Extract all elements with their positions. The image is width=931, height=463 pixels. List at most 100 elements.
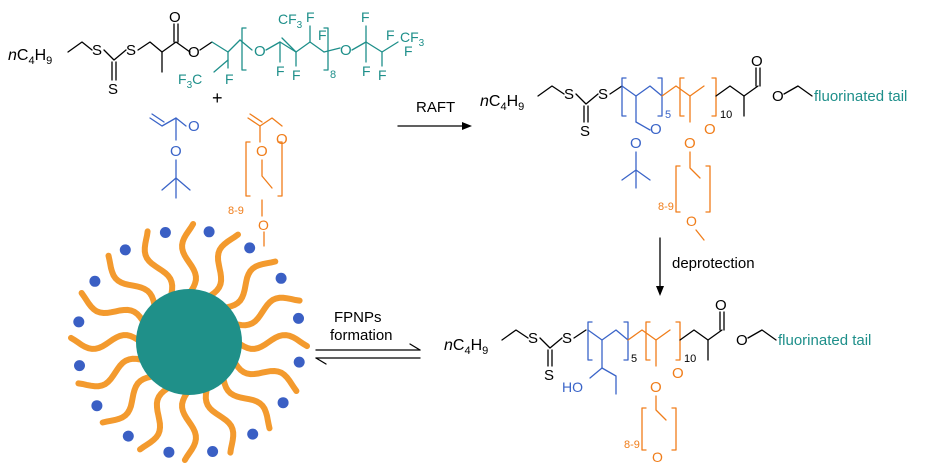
p2-bond-2 bbox=[539, 337, 563, 349]
p2-block2-repeat: 10 bbox=[684, 353, 696, 365]
cta-carbonyl-o: O bbox=[169, 9, 181, 26]
deprotection-label: deprotection bbox=[672, 255, 755, 272]
nanoparticle-arm bbox=[179, 387, 199, 463]
p2-end-backbone bbox=[679, 329, 723, 341]
fc-end-backbone bbox=[351, 41, 399, 53]
plus-sign: + bbox=[212, 88, 223, 108]
fc-end-f-4: F bbox=[386, 27, 395, 43]
p2-s-thione: S bbox=[544, 367, 554, 384]
p2-peg-carbonyl-o: O bbox=[672, 365, 684, 382]
cta-molecule: nC4H9 S S S O O bbox=[8, 9, 213, 98]
fc-ether-o-2: O bbox=[340, 42, 352, 59]
nanoparticle-arm bbox=[202, 383, 237, 456]
fc-end-f-2: F bbox=[362, 63, 371, 79]
p1-peg-carbonyl-o: O bbox=[704, 121, 716, 138]
p1-peg-chain bbox=[689, 151, 701, 179]
p1-butyl-label: nC4H9 bbox=[480, 93, 524, 113]
p1-bracket-1r bbox=[657, 77, 663, 117]
p1-block2-backbone bbox=[661, 85, 705, 97]
nanoparticle-dot bbox=[119, 244, 131, 256]
nanoparticle-dot bbox=[91, 400, 103, 412]
fc-bond-2 bbox=[227, 39, 241, 53]
nanoparticle-arm bbox=[68, 332, 144, 352]
p2-block1-backbone bbox=[587, 329, 629, 341]
p2-end-carbonyl-o: O bbox=[715, 297, 727, 314]
p1-bond-1 bbox=[537, 85, 565, 97]
p2-peg-bracket-l bbox=[641, 407, 647, 451]
p2-bond-1 bbox=[501, 329, 529, 341]
nanoparticle-dot bbox=[277, 397, 289, 409]
equilibrium-reverse-half-head bbox=[315, 357, 327, 365]
fc-bracket-right bbox=[323, 27, 329, 71]
p2-s2: S bbox=[562, 330, 572, 347]
nanoparticle-arm bbox=[137, 383, 174, 453]
cta-butyl-label: nC4H9 bbox=[8, 47, 52, 67]
raft-arrow-head bbox=[462, 122, 472, 130]
nanoparticle-arm bbox=[141, 228, 176, 301]
nanoparticle-dot bbox=[207, 446, 219, 457]
nanoparticle-arm bbox=[99, 372, 159, 426]
p2-acid-co bbox=[601, 367, 617, 395]
p1-s-thione: S bbox=[580, 123, 590, 140]
fc-cf3-top: CF3 bbox=[278, 11, 303, 31]
cta-bond-2 bbox=[103, 49, 127, 61]
fc-end-f-3: F bbox=[378, 67, 387, 83]
p1-block1-repeat: 5 bbox=[665, 109, 671, 121]
polymer-deprotected: nC4H9 S S S 5 HO 10 O O 8-9 O O O bbox=[444, 297, 871, 463]
p2-butyl-label: nC4H9 bbox=[444, 337, 488, 357]
fc-end-f-5: F bbox=[404, 43, 413, 59]
nanoparticle-core bbox=[136, 289, 242, 395]
p2-acid-label: HO bbox=[562, 379, 583, 395]
p2-peg-repeat: 8-9 bbox=[624, 439, 640, 451]
nanoparticle-arm bbox=[230, 357, 300, 394]
p2-bracket-1l bbox=[587, 321, 593, 361]
p1-peg-repeat: 8-9 bbox=[658, 201, 674, 213]
p1-tba-ester-o: O bbox=[630, 135, 642, 152]
p2-peg-terminal-o: O bbox=[652, 449, 663, 463]
p2-fluorinated-tail: fluorinated tail bbox=[778, 332, 871, 349]
fc-f-low-b: F bbox=[292, 67, 301, 83]
nanoparticle-dot bbox=[89, 275, 101, 287]
p1-fluorinated-tail: fluorinated tail bbox=[814, 88, 907, 105]
p1-bond-3 bbox=[609, 85, 623, 95]
p1-end-ester-o: O bbox=[772, 88, 784, 105]
p2-bracket-1r bbox=[623, 321, 629, 361]
p1-bracket-1l bbox=[621, 77, 627, 117]
equilibrium-arrows: FPNPs formation bbox=[315, 309, 421, 365]
fpnps-label-line1: FPNPs bbox=[334, 309, 382, 326]
nanoparticle-dot bbox=[203, 226, 215, 238]
fc-bond-5 bbox=[323, 47, 341, 53]
cta-s1: S bbox=[92, 42, 102, 59]
p2-bond-3 bbox=[573, 329, 587, 339]
p1-tba-carbonyl-o: O bbox=[650, 121, 662, 138]
nanoparticle-dot bbox=[159, 227, 171, 238]
fc-f3c-label: F3C bbox=[178, 71, 202, 91]
fc-bracket-left bbox=[241, 27, 247, 71]
fc-repeat-count: 8 bbox=[330, 69, 336, 81]
nanoparticle-arm bbox=[234, 332, 310, 352]
nanoparticle-dot bbox=[74, 360, 85, 372]
peg-vinyl-double bbox=[249, 113, 263, 123]
deprotection-arrow: deprotection bbox=[656, 237, 755, 296]
peg-bracket-left bbox=[245, 141, 251, 197]
nanoparticle-dot bbox=[275, 272, 287, 284]
nanoparticle-arm bbox=[219, 258, 279, 312]
p1-peg-ester-o: O bbox=[684, 135, 696, 152]
tba-tbutyl bbox=[161, 177, 191, 199]
nanoparticle-arm bbox=[230, 294, 303, 329]
p1-peg-terminal-o: O bbox=[686, 213, 697, 229]
nanoparticle-arm bbox=[105, 252, 159, 312]
nanoparticle-dot bbox=[293, 312, 304, 324]
raft-arrow: RAFT bbox=[397, 99, 472, 130]
nanoparticle-arm bbox=[219, 372, 273, 432]
p2-block2-backbone bbox=[627, 329, 671, 341]
nanoparticle-dots bbox=[73, 226, 305, 458]
p2-peg-chain bbox=[655, 395, 667, 421]
p1-s2: S bbox=[598, 86, 608, 103]
p2-peg-bracket-r bbox=[671, 407, 677, 451]
p2-bracket-2r bbox=[675, 321, 681, 361]
p1-end-carbonyl-o: O bbox=[751, 53, 763, 70]
equilibrium-forward-half-head bbox=[409, 343, 421, 351]
p2-s1: S bbox=[528, 330, 538, 347]
